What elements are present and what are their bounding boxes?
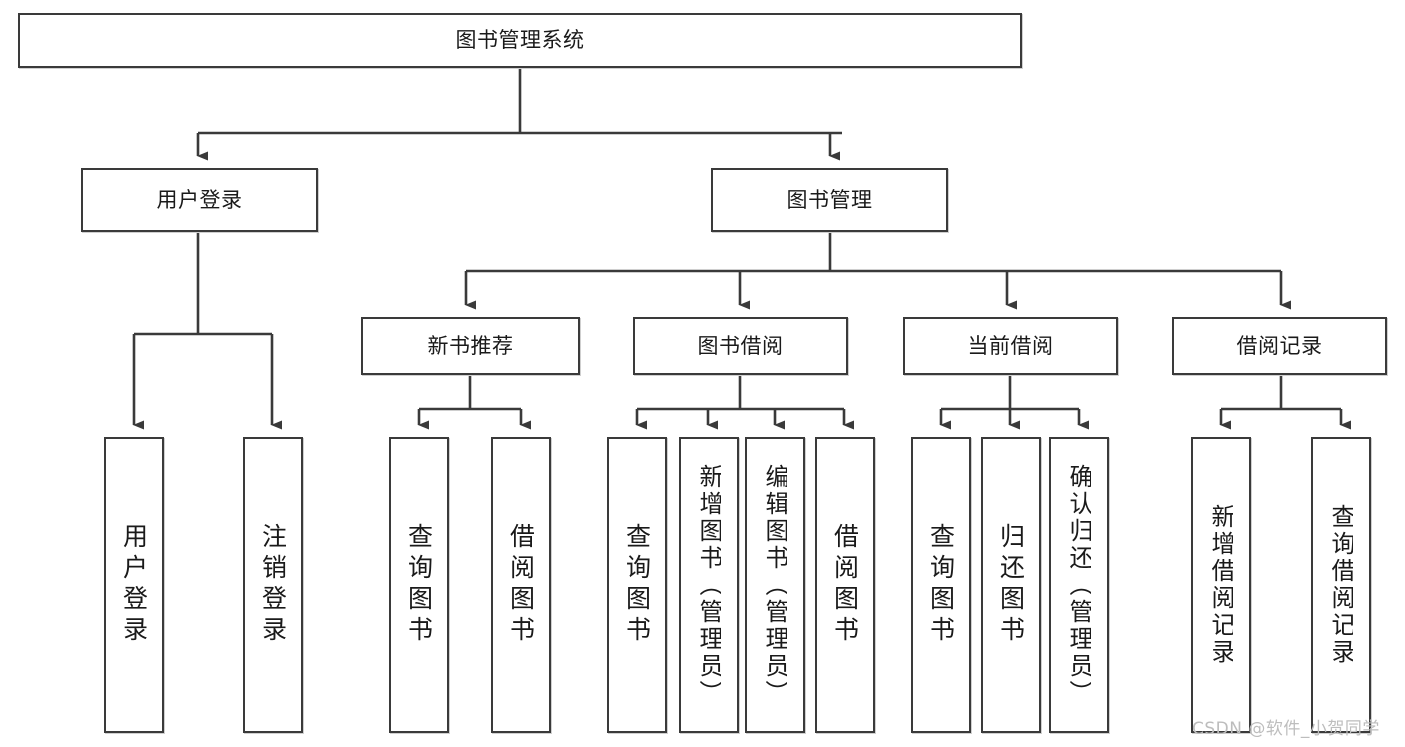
leaf-return-book[interactable]: 归还图书 (981, 437, 1041, 733)
leaf-query-book-current[interactable]: 查询图书 (911, 437, 971, 733)
node-book-borrow[interactable]: 图书借阅 (633, 317, 848, 375)
node-label: 图书借阅 (697, 333, 784, 358)
node-label: 图书管理 (786, 187, 873, 212)
node-label: 确认归还（管理员） (1067, 463, 1091, 707)
node-label: 查询图书 (928, 523, 954, 647)
leaf-query-borrow-record[interactable]: 查询借阅记录 (1311, 437, 1371, 733)
node-label: 新增图书（管理员） (697, 463, 721, 707)
leaf-query-book-borrow[interactable]: 查询图书 (607, 437, 667, 733)
node-label: 图书管理系统 (455, 28, 585, 53)
leaf-logout[interactable]: 注销登录 (243, 437, 303, 733)
node-label: 用户登录 (121, 523, 147, 647)
leaf-borrow-book-newbook[interactable]: 借阅图书 (491, 437, 551, 733)
leaf-add-book-admin[interactable]: 新增图书（管理员） (679, 437, 739, 733)
leaf-query-book-newbook[interactable]: 查询图书 (389, 437, 449, 733)
node-label: 查询图书 (406, 523, 432, 647)
csdn-watermark: CSDN @软件_小贺同学 (1192, 719, 1380, 739)
node-label: 注销登录 (260, 523, 286, 647)
node-label: 用户登录 (156, 187, 243, 212)
node-label: 查询图书 (624, 523, 650, 647)
node-label: 归还图书 (998, 523, 1024, 647)
leaf-confirm-return-admin[interactable]: 确认归还（管理员） (1049, 437, 1109, 733)
node-book-management[interactable]: 图书管理 (711, 168, 948, 232)
node-label: 新增借阅记录 (1209, 504, 1233, 666)
leaf-add-borrow-record[interactable]: 新增借阅记录 (1191, 437, 1251, 733)
node-label: 借阅图书 (508, 523, 534, 647)
leaf-borrow-book-borrow[interactable]: 借阅图书 (815, 437, 875, 733)
leaf-user-login[interactable]: 用户登录 (104, 437, 164, 733)
node-user-login[interactable]: 用户登录 (81, 168, 318, 232)
node-borrow-record[interactable]: 借阅记录 (1172, 317, 1387, 375)
leaf-edit-book-admin[interactable]: 编辑图书（管理员） (745, 437, 805, 733)
node-label: 借阅图书 (832, 523, 858, 647)
node-book-management-system[interactable]: 图书管理系统 (18, 13, 1022, 68)
node-current-borrow[interactable]: 当前借阅 (903, 317, 1118, 375)
node-label: 新书推荐 (427, 333, 514, 358)
node-label: 当前借阅 (967, 333, 1054, 358)
node-label: 编辑图书（管理员） (763, 463, 787, 707)
node-label: 借阅记录 (1236, 333, 1323, 358)
node-label: 查询借阅记录 (1329, 504, 1353, 666)
node-new-book-recommend[interactable]: 新书推荐 (361, 317, 580, 375)
